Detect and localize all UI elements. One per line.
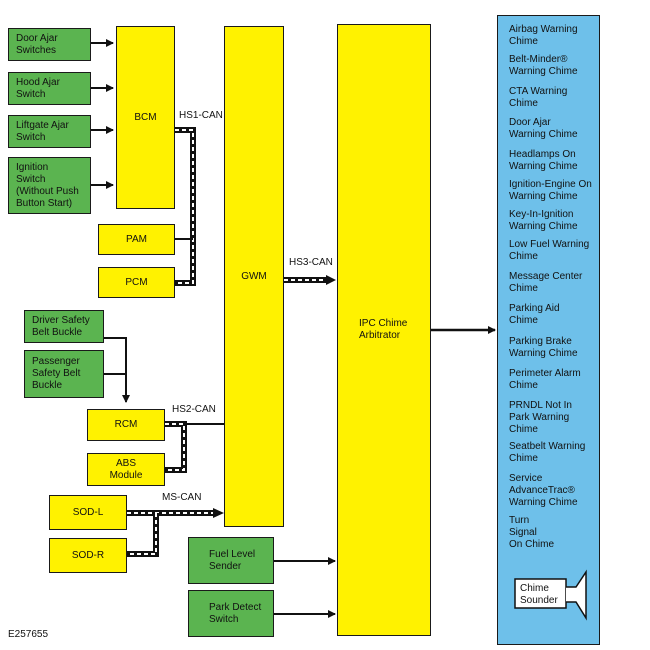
pam-module: PAM — [98, 224, 175, 255]
ms-can-bus — [127, 508, 224, 557]
chime-item: Parking Brake Warning Chime — [509, 336, 578, 359]
ipc-chime-arbitrator: IPC Chime Arbitrator — [337, 24, 431, 636]
sod-l-module: SOD-L — [49, 495, 127, 530]
fuel-level-sender-box: Fuel Level Sender — [188, 537, 274, 584]
ms-can-label: MS-CAN — [162, 492, 202, 503]
chime-item: Parking Aid Chime — [509, 303, 560, 326]
park-detect-switch-box: Park Detect Switch — [188, 590, 274, 637]
abs-module: ABS Module — [87, 453, 165, 486]
hs1-can-label: HS1-CAN — [179, 110, 223, 121]
chime-item: Seatbelt Warning Chime — [509, 441, 586, 464]
chime-item: Belt-Minder® Warning Chime — [509, 54, 578, 77]
chime-item: PRNDL Not In Park Warning Chime — [509, 400, 572, 435]
figure-id: E257655 — [8, 629, 49, 640]
hs2-can-bus — [165, 421, 224, 473]
chime-item: Airbag Warning Chime — [509, 24, 578, 47]
ignition-switch-box: Ignition Switch (Without Push Button Sta… — [8, 157, 91, 214]
sod-r-module: SOD-R — [49, 538, 127, 573]
chime-item: Message Center Chime — [509, 271, 583, 294]
driver-belt-to-rcm-wire — [104, 337, 130, 403]
chime-item: Perimeter Alarm Chime — [509, 368, 581, 391]
chime-sounder-icon — [514, 569, 587, 621]
chime-item: Service AdvanceTrac® Warning Chime — [509, 473, 578, 508]
driver-safety-belt-buckle-box: Driver Safety Belt Buckle — [24, 310, 104, 343]
chime-item: Low Fuel Warning Chime — [509, 239, 590, 262]
hood-ajar-switch-box: Hood Ajar Switch — [8, 72, 91, 105]
chime-item: Ignition-Engine On Warning Chime — [509, 179, 592, 202]
chime-item: Turn Signal On Chime — [509, 515, 555, 550]
bcm-module: BCM — [116, 26, 175, 209]
hs3-can-bus — [284, 275, 336, 285]
passenger-safety-belt-buckle-box: Passenger Safety Belt Buckle — [24, 350, 104, 398]
pcm-module: PCM — [98, 267, 175, 298]
liftgate-ajar-switch-box: Liftgate Ajar Switch — [8, 115, 91, 148]
gwm-module: GWM — [224, 26, 284, 527]
chime-item: Door Ajar Warning Chime — [509, 117, 578, 140]
hs2-can-label: HS2-CAN — [172, 404, 216, 415]
chime-item: CTA Warning Chime — [509, 86, 568, 109]
chime-item: Headlamps On Warning Chime — [509, 149, 578, 172]
rcm-module: RCM — [87, 409, 165, 441]
door-ajar-switches-box: Door Ajar Switches — [8, 28, 91, 61]
hs1-can-bus — [175, 127, 196, 286]
hs3-can-label: HS3-CAN — [289, 257, 333, 268]
chime-sounder-label: Chime Sounder — [520, 583, 558, 606]
chime-item: Key-In-Ignition Warning Chime — [509, 209, 578, 232]
